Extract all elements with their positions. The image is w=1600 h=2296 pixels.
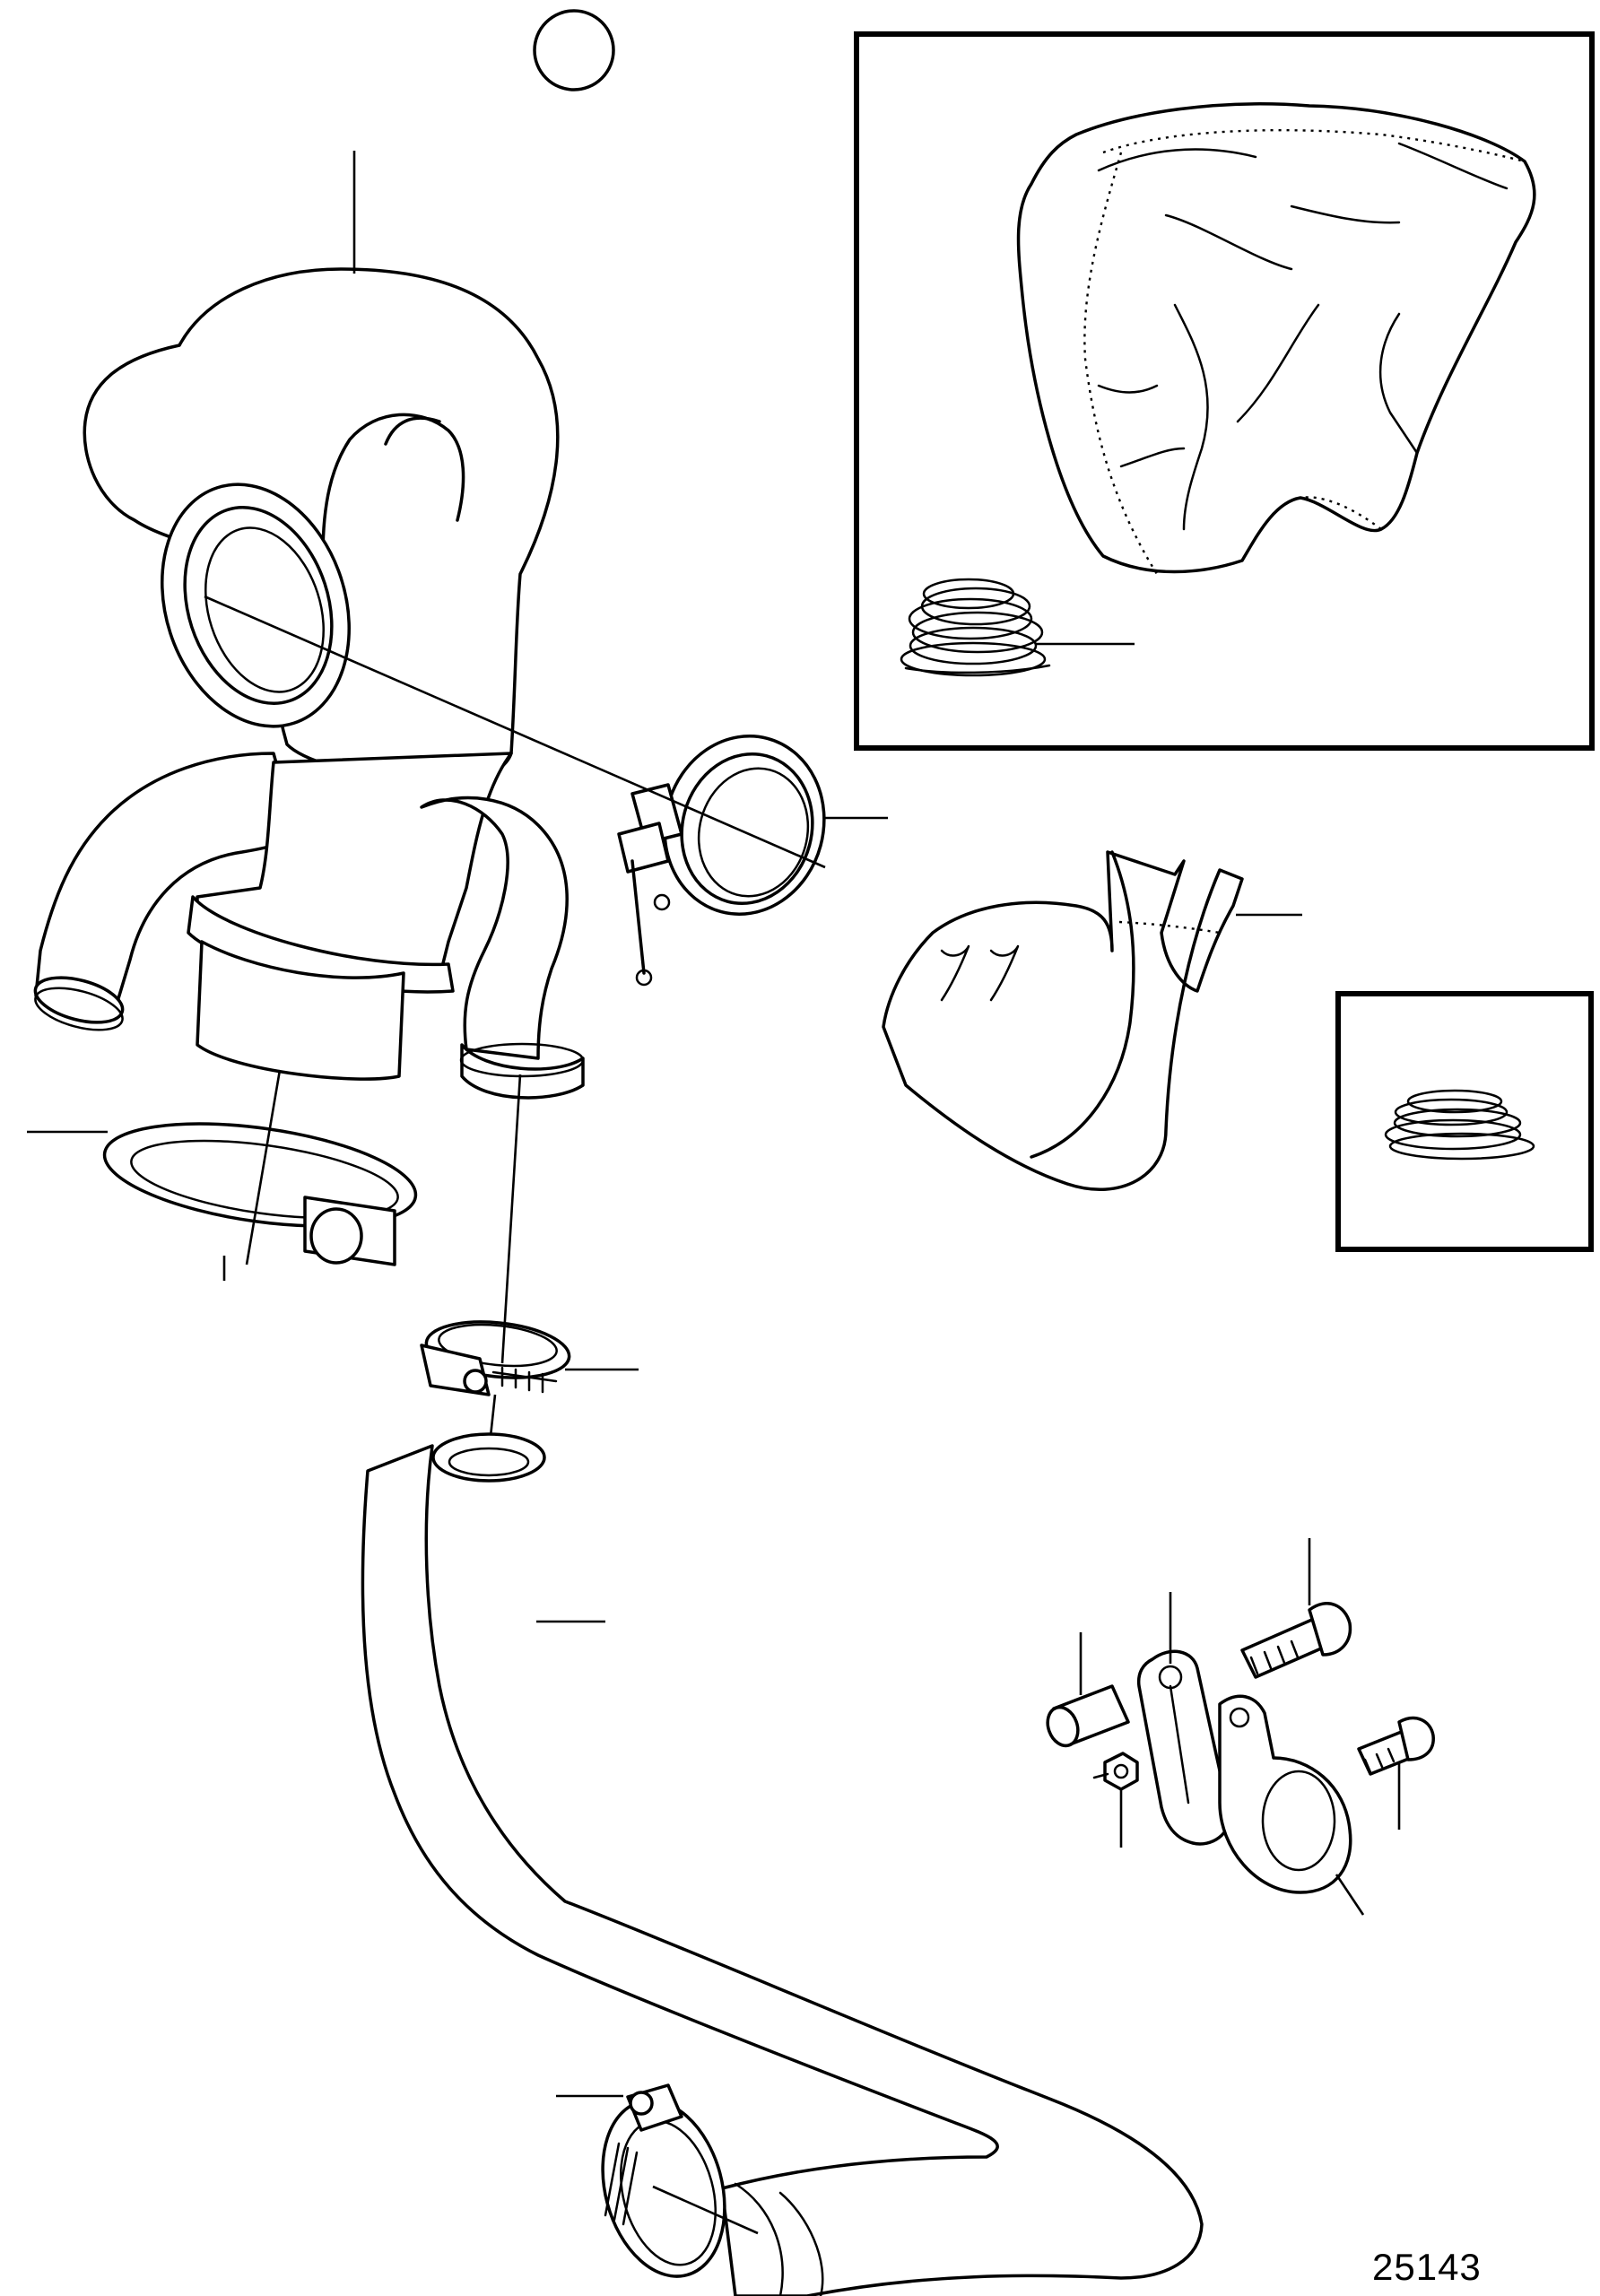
mounting-hardware [1046, 1602, 1435, 1894]
wire-coil [900, 578, 1051, 677]
hose-clamp [601, 2083, 726, 2278]
marker-circle [533, 9, 615, 91]
inset-cover-frame [854, 31, 1595, 751]
leader-line [245, 1069, 282, 1265]
leader-line [652, 2185, 759, 2235]
leader-line [500, 1074, 522, 1364]
wire-coil [1384, 1089, 1535, 1161]
heat-shield-strap [882, 850, 1244, 1192]
exhaust-hose [361, 1432, 1204, 2296]
exhaust-elbow [33, 267, 585, 1100]
inset-coil-frame [1335, 991, 1594, 1252]
v-band-clamp [617, 735, 826, 987]
leader-line [204, 595, 826, 869]
leader-line [1335, 1874, 1365, 1916]
protective-cover [1016, 102, 1536, 575]
hose-clamp [420, 1320, 571, 1396]
diagram-reference-number: 25143 [1372, 2246, 1482, 2288]
